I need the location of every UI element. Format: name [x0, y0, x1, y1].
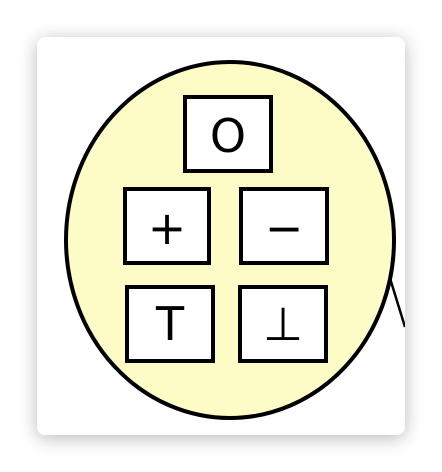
- symbol-top: O: [210, 109, 246, 163]
- symbol-diagram: O + − T ⊥: [64, 60, 405, 420]
- symbol-box-mid-right: −: [239, 187, 329, 265]
- symbol-bottom-right: ⊥: [263, 297, 303, 351]
- symbol-mid-right: −: [265, 201, 304, 255]
- symbol-box-top: O: [183, 95, 273, 173]
- symbol-box-bottom-left: T: [125, 285, 215, 363]
- symbol-mid-left: +: [148, 201, 187, 255]
- connector-line: [387, 274, 405, 328]
- symbol-box-bottom-right: ⊥: [238, 285, 328, 363]
- symbol-bottom-left: T: [155, 297, 185, 351]
- symbol-box-mid-left: +: [123, 187, 211, 265]
- diagram-card: O + − T ⊥: [37, 37, 405, 435]
